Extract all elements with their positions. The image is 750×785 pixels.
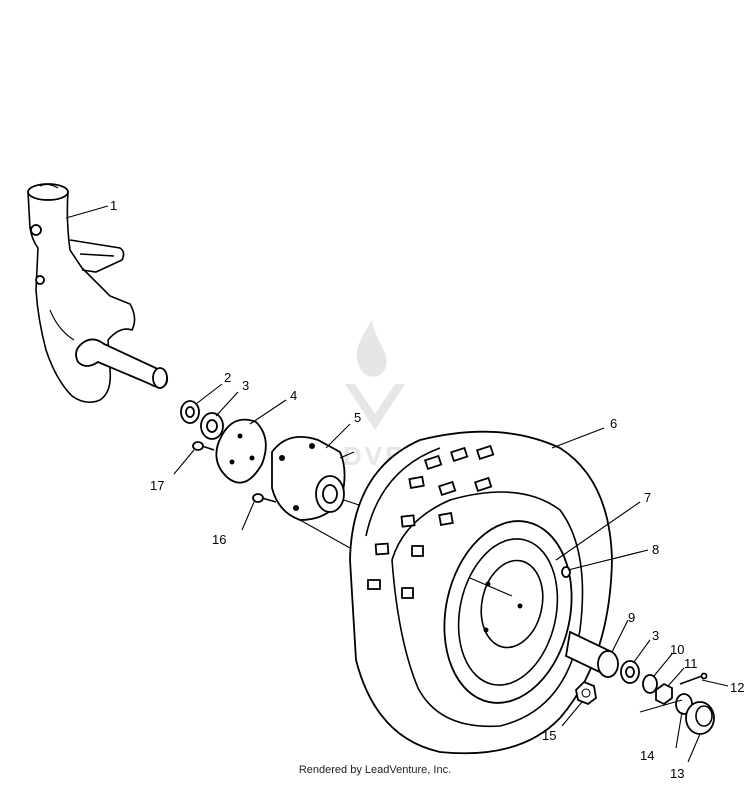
axle-nut (655, 682, 673, 706)
steering-knuckle (27, 183, 169, 404)
callout-15: 15 (542, 728, 556, 743)
callout-6: 6 (610, 416, 617, 431)
callout-3-lower: 3 (652, 628, 659, 643)
callout-17: 17 (150, 478, 164, 493)
callout-7: 7 (644, 490, 651, 505)
callout-3-upper: 3 (242, 378, 249, 393)
callout-11: 11 (684, 656, 698, 671)
callout-10: 10 (670, 642, 684, 657)
callout-14: 14 (640, 748, 654, 763)
callout-12: 12 (730, 680, 744, 695)
callout-labels: 1 2 3 4 5 6 7 8 9 3 10 11 12 13 14 15 16… (110, 198, 744, 781)
washer (642, 674, 658, 694)
callout-1: 1 (110, 198, 117, 213)
footer-credit: Rendered by LeadVenture, Inc. (298, 764, 452, 776)
cotter-pin (679, 672, 708, 685)
disc-bolt (192, 441, 215, 451)
callout-4: 4 (290, 388, 297, 403)
inner-bearing (180, 400, 200, 424)
callout-8: 8 (652, 542, 659, 557)
callout-16: 16 (212, 532, 226, 547)
wheel-hub (271, 436, 363, 549)
leader-lines (65, 205, 729, 763)
brake-disc (215, 418, 267, 484)
grease-seal (200, 412, 224, 440)
hub-bolt (252, 493, 277, 503)
dust-cap (685, 701, 715, 735)
callout-5: 5 (354, 410, 361, 425)
wheel-rim (443, 520, 573, 704)
callout-9: 9 (628, 610, 635, 625)
callout-13: 13 (670, 766, 684, 781)
lug-nut (575, 680, 597, 706)
outer-seal (620, 660, 640, 684)
valve-stem (561, 566, 571, 578)
callout-2: 2 (224, 370, 231, 385)
spacer-sleeve (565, 630, 619, 678)
